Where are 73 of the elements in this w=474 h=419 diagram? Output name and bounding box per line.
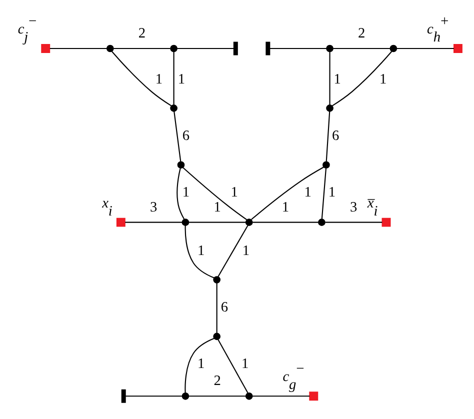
edge-label: 1	[182, 184, 190, 200]
node-circle	[245, 392, 253, 400]
edge-label: 3	[350, 198, 358, 215]
node-box	[382, 217, 391, 226]
connector	[252, 395, 310, 396]
edge-label: 2	[138, 25, 146, 42]
connector	[176, 168, 185, 219]
connector	[177, 47, 234, 49]
connector	[182, 166, 248, 220]
connector	[114, 47, 170, 49]
connector	[112, 50, 172, 106]
node-circle	[326, 44, 334, 52]
edge-label: 1	[178, 70, 186, 87]
connector	[188, 395, 246, 396]
node-circle	[318, 218, 326, 226]
connector	[326, 110, 330, 161]
edge-label: 1	[334, 70, 341, 87]
connector	[125, 221, 182, 222]
connector	[173, 51, 174, 104]
node-circle	[245, 218, 253, 226]
node-circle	[322, 160, 330, 168]
node-bar	[266, 41, 270, 55]
connector	[184, 337, 214, 392]
node-circle	[182, 392, 190, 400]
connector	[332, 50, 392, 106]
edge-label: 1	[198, 242, 205, 258]
connector	[270, 47, 326, 49]
connector	[333, 47, 390, 49]
edge-label: 6	[332, 127, 340, 144]
connector	[126, 395, 182, 396]
node-box	[309, 391, 318, 400]
connector	[50, 47, 107, 49]
connector	[188, 221, 246, 222]
node-circle	[106, 44, 114, 52]
node-bar	[121, 388, 126, 402]
node-circle	[326, 104, 334, 112]
node-circle	[177, 160, 185, 168]
node-box	[41, 44, 50, 52]
node-circle	[170, 104, 178, 112]
edge-label: 2	[214, 372, 221, 389]
edge-label: 3	[150, 198, 158, 215]
connector	[184, 225, 214, 278]
node-box	[116, 217, 126, 226]
node-circle	[213, 276, 220, 283]
edge-label: 6	[182, 127, 190, 144]
connector	[251, 166, 324, 220]
node-circle	[170, 44, 178, 52]
edge-label: 1	[198, 356, 205, 372]
edge-label: 1	[380, 70, 387, 87]
connector	[218, 338, 248, 393]
edge-label: 1	[242, 242, 250, 258]
connector	[325, 221, 382, 222]
edge-label: 2	[358, 25, 366, 42]
edge-label: 1	[155, 70, 163, 87]
node-circle	[182, 218, 190, 226]
edge-label: 1	[241, 356, 249, 372]
node-bar	[233, 41, 238, 55]
edge-label: 1	[304, 184, 312, 200]
connector	[174, 110, 182, 161]
node-circle	[213, 332, 220, 340]
connector	[218, 224, 248, 277]
edge-label: 1	[282, 198, 289, 215]
edge-label: 6	[220, 299, 228, 316]
edge-label: 1	[214, 198, 221, 215]
connector	[396, 47, 454, 49]
connector	[216, 282, 218, 332]
connector	[329, 51, 330, 104]
edge-label: 1	[230, 184, 238, 200]
connector	[252, 221, 318, 222]
edge-label: 1	[328, 184, 336, 200]
node-box	[453, 44, 462, 52]
connector	[321, 168, 327, 218]
node-circle	[390, 44, 398, 52]
